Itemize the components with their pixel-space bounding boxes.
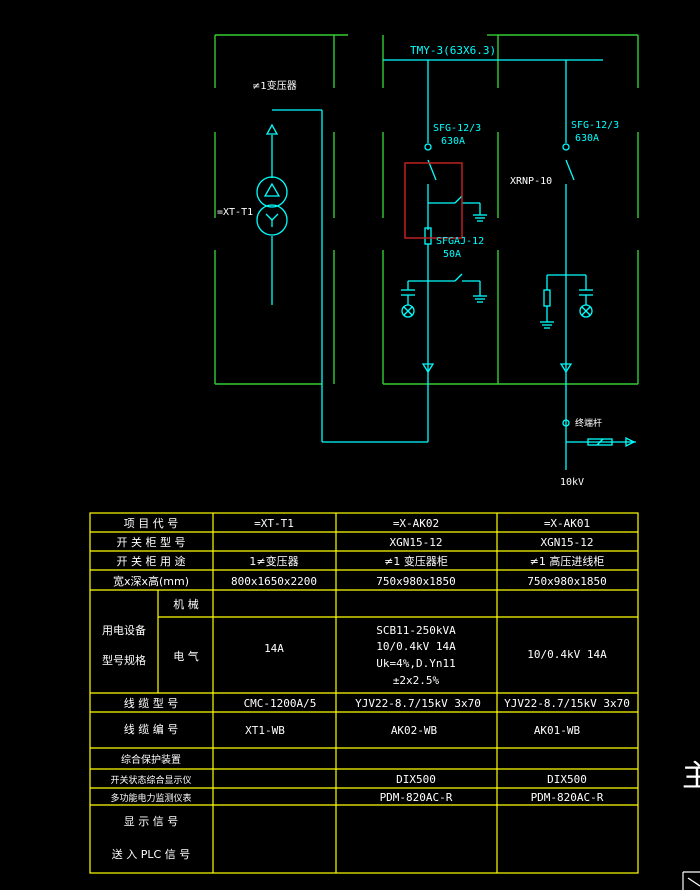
indicator-lamp-icon (401, 304, 415, 318)
row-label: 项 目 代 号 (124, 517, 179, 530)
cell: AK02-WB (391, 724, 438, 737)
cell: =X-AK01 (544, 517, 590, 530)
cell: DIX500 (547, 773, 587, 786)
transformer-column (256, 109, 429, 443)
cable-no-label: 线 缆 编 号 (124, 722, 179, 736)
cell: 750x980x1850 (527, 575, 606, 588)
elec-label: 电 气 (173, 649, 199, 663)
cell: 800x1650x2200 (231, 575, 317, 588)
row-label: 开 关 柜 型 号 (117, 535, 186, 549)
edge-char: 主 (682, 759, 700, 794)
fuse-left-model: SFGAJ-12 (436, 236, 484, 247)
display-label: 显 示 信 号 (124, 815, 179, 828)
monitor-label: 开关状态综合显示仪 (110, 774, 191, 786)
protect-label: 综合保护装置 (121, 753, 181, 766)
equip-label: 用电设备 (102, 623, 146, 637)
transformer-label: ≠1变压器 (252, 79, 297, 92)
row-label: 开 关 柜 用 途 (117, 554, 186, 568)
cell: XGN15-12 (390, 536, 443, 549)
meter-label: 多功能电力监测仪表 (110, 792, 191, 804)
elec-c1: 14A (264, 642, 284, 655)
cell: =X-AK02 (393, 517, 439, 530)
cable-type-label: 线 缆 型 号 (124, 696, 179, 710)
cell: 1≠变压器 (249, 554, 298, 568)
fuse-left-rating: 50A (443, 249, 461, 260)
frame-transformer (214, 34, 348, 385)
table-grid (89, 512, 639, 874)
highlight-box (404, 162, 463, 239)
sw-right-rating: 630A (575, 133, 599, 144)
cell: ≠1 高压进线柜 (530, 554, 605, 568)
cell: XGN15-12 (541, 536, 594, 549)
equip-label: 型号规格 (102, 653, 146, 667)
table-text: 项 目 代 号 =XT-T1 =X-AK02 =X-AK01 开 关 柜 型 号… (102, 517, 630, 861)
cell: PDM-820AC-R (531, 791, 604, 804)
cell: =XT-T1 (254, 517, 294, 530)
elec-c2-line: ±2x2.5% (393, 674, 440, 687)
cell: YJV22-8.7/15kV 3x70 (504, 697, 630, 710)
elec-c2-line: SCB11-250kVA (376, 624, 456, 637)
sw-left-rating: 630A (441, 136, 465, 147)
elec-c2-line: Uk=4%,D.Yn11 (376, 657, 455, 670)
arrow-icon (559, 363, 573, 374)
cell: AK01-WB (534, 724, 581, 737)
transformer-symbol (256, 176, 288, 236)
elec-c2-line: 10/0.4kV 14A (376, 640, 456, 653)
busbar-label: TMY-3(63X6.3) (410, 44, 496, 57)
frame-ak02 (382, 34, 499, 385)
sw-left-model: SFG-12/3 (433, 123, 481, 134)
cell: 750x980x1850 (376, 575, 455, 588)
cabinet-frames (214, 34, 639, 385)
ak02-column (401, 60, 487, 374)
mech-label: 机 械 (173, 597, 199, 611)
indicator-lamp-icon (579, 304, 593, 318)
cell: CMC-1200A/5 (244, 697, 317, 710)
voltage-label: 10kV (560, 477, 584, 488)
arrow-icon (265, 123, 279, 135)
terminal-label: 终端杆 (575, 417, 602, 429)
cell: YJV22-8.7/15kV 3x70 (355, 697, 481, 710)
ak01-column (540, 60, 636, 470)
cell: ≠1 变压器柜 (384, 554, 448, 568)
cell: DIX500 (396, 773, 436, 786)
plc-label: 送 入 PLC 信 号 (112, 847, 190, 861)
transformer-code: =XT-T1 (217, 207, 253, 218)
row-label: 宽x深x高(mm) (113, 574, 189, 588)
arrow-icon (421, 363, 435, 374)
frame-ak01 (498, 34, 639, 385)
cell: XT1-WB (245, 724, 285, 737)
fuse-right-model: XRNP-10 (510, 176, 552, 187)
edge-fragment (682, 871, 700, 890)
sw-right-model: SFG-12/3 (571, 120, 619, 131)
elec-c3: 10/0.4kV 14A (527, 648, 607, 661)
cell: PDM-820AC-R (380, 791, 453, 804)
